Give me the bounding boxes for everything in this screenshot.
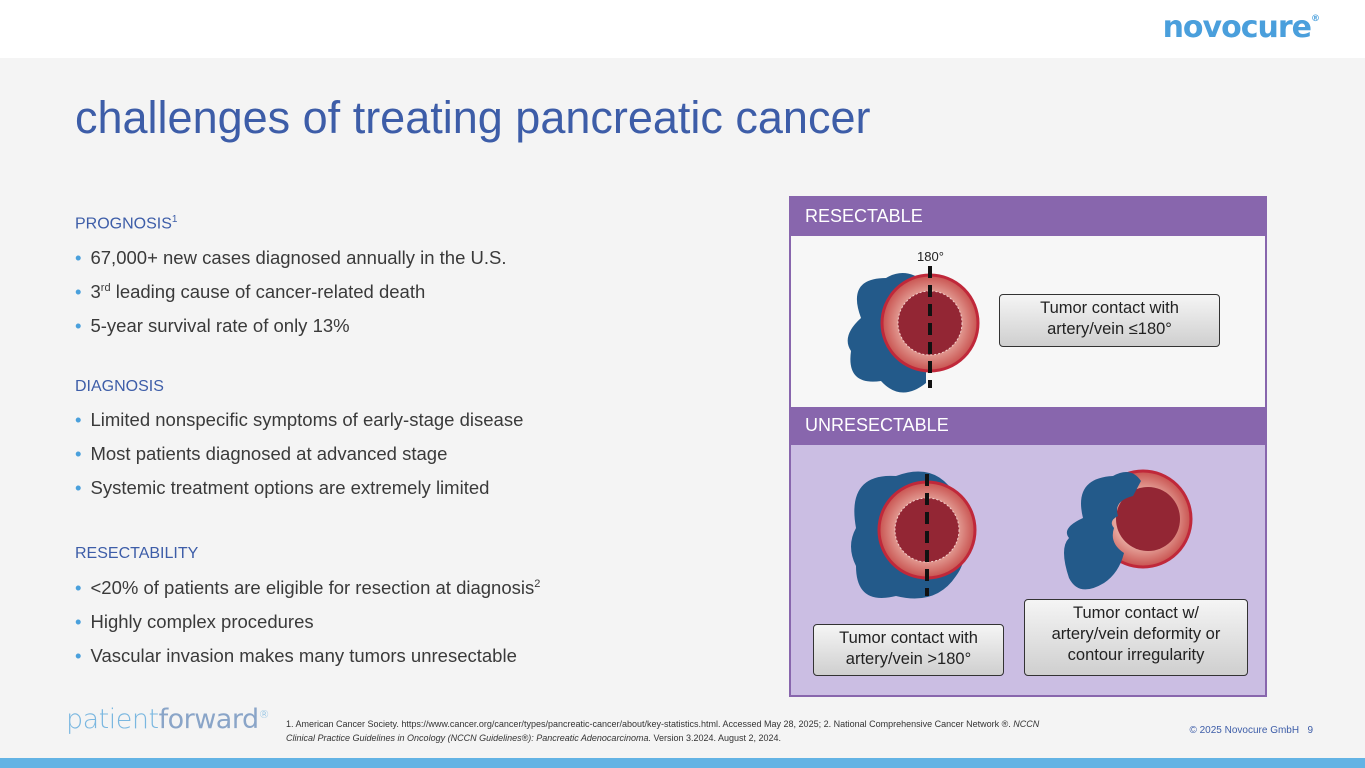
novocure-logo: novocure® (1162, 10, 1320, 45)
bullet-text: <20% of patients are eligible for resect… (90, 577, 535, 598)
footnote-ref: 2 (534, 577, 541, 590)
bullet: •Limited nonspecific symptoms of early-s… (75, 409, 524, 430)
caption-line: Tumor contact with (839, 629, 978, 647)
reference-text: 1. American Cancer Society. https://www.… (286, 719, 1014, 729)
bullet: •Highly complex procedures (75, 611, 314, 632)
vessel-lumen (1116, 487, 1180, 551)
heading-text: DIAGNOSIS (75, 378, 164, 395)
page-title: challenges of treating pancreatic cancer (75, 92, 871, 143)
heading-text: PROGNOSIS (75, 215, 172, 233)
copyright: © 2025 Novocure GmbH 9 (1189, 725, 1313, 736)
tumor-shape (1064, 472, 1141, 590)
copyright-text: © 2025 Novocure GmbH (1189, 725, 1300, 736)
caption-line: artery/vein deformity or (1051, 625, 1221, 643)
logo-text: forward (158, 704, 260, 735)
section-heading-prognosis: PROGNOSIS1 (75, 214, 177, 233)
unresectable-caption-b: Tumor contact w/artery/vein deformity or… (1024, 599, 1248, 676)
bullet: •5-year survival rate of only 13% (75, 315, 350, 336)
unresectable-vessel-illustration-a (851, 471, 977, 599)
section-heading-diagnosis: DIAGNOSIS (75, 378, 164, 396)
logo-text: patient (66, 704, 159, 735)
bullet-text: Highly complex procedures (90, 611, 314, 632)
patientforward-logo: patientforward® (66, 704, 270, 735)
caption-line: Tumor contact w/ (1073, 604, 1199, 622)
bullet: •Most patients diagnosed at advanced sta… (75, 443, 448, 464)
references: 1. American Cancer Society. https://www.… (286, 717, 1066, 745)
bullet-text: Most patients diagnosed at advanced stag… (90, 443, 448, 464)
bullet-text: Systemic treatment options are extremely… (90, 477, 490, 498)
bullet: •<20% of patients are eligible for resec… (75, 577, 541, 598)
unresectable-caption-a: Tumor contact with artery/vein >180° (813, 624, 1004, 676)
bullet-text: leading cause of cancer-related death (110, 281, 426, 302)
caption-line: artery/vein >180° (845, 650, 972, 668)
bullet-text: 3 (90, 281, 101, 302)
bullet-text: 5-year survival rate of only 13% (90, 315, 350, 336)
resectability-diagram: RESECTABLE UNRESECTABLE 180° Tumor conta… (789, 196, 1267, 697)
page-number: 9 (1307, 725, 1313, 736)
resectable-vessel-illustration (847, 266, 980, 393)
superscript: rd (100, 281, 111, 294)
footer-bar (0, 758, 1365, 768)
logo-mark: ® (1311, 14, 1320, 24)
bullet: •3rd leading cause of cancer-related dea… (75, 281, 426, 302)
header: novocure® (0, 0, 1365, 58)
footnote-ref: 1 (171, 214, 178, 225)
heading-text: RESECTABILITY (75, 545, 199, 562)
caption-line: Tumor contact with (1040, 299, 1179, 317)
bullet-text: 67,000+ new cases diagnosed annually in … (90, 247, 507, 268)
resectable-header: RESECTABLE (791, 198, 1265, 236)
bullet-text: Limited nonspecific symptoms of early-st… (90, 409, 524, 430)
bullet: •Vascular invasion makes many tumors unr… (75, 645, 517, 666)
reference-text: Version 3.2024. August 2, 2024. (650, 733, 782, 743)
unresectable-header: UNRESECTABLE (791, 407, 1265, 445)
bullet-text: Vascular invasion makes many tumors unre… (90, 645, 517, 666)
logo-text: novocure (1162, 10, 1312, 45)
vessel-lumen (894, 497, 960, 563)
resectable-caption: Tumor contact with artery/vein ≤180° (999, 294, 1220, 347)
bullet: •Systemic treatment options are extremel… (75, 477, 490, 498)
unresectable-vessel-illustration-b (1064, 469, 1193, 590)
logo-mark: ® (258, 708, 270, 721)
caption-line: contour irregularity (1067, 646, 1205, 664)
vessel-illustrations (847, 266, 1193, 599)
angle-label: 180° (917, 249, 944, 264)
section-heading-resectability: RESECTABILITY (75, 545, 198, 563)
caption-line: artery/vein ≤180° (1047, 320, 1172, 338)
bullet: •67,000+ new cases diagnosed annually in… (75, 247, 507, 268)
reference-title: NCCN Clinical Practice Guidelines in Onc… (286, 719, 1040, 743)
